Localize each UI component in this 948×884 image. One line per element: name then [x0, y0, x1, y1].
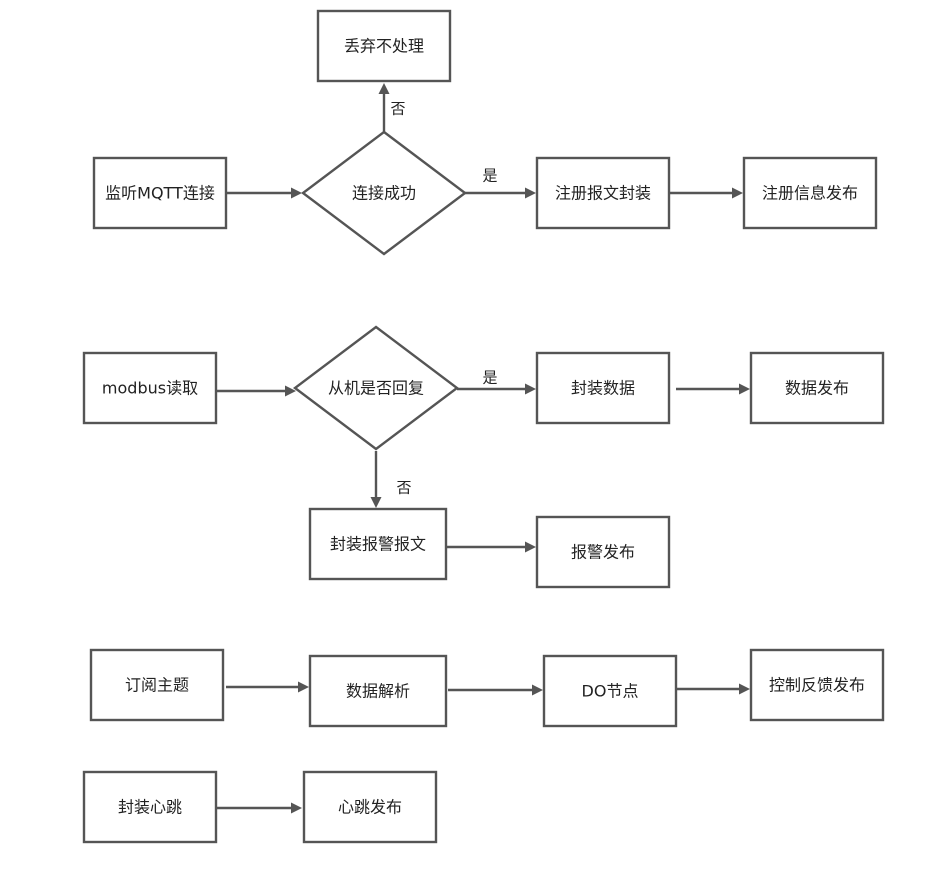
node-subscribe-topic: 订阅主题 — [89, 648, 225, 722]
node-pack-heartbeat: 封装心跳 — [82, 770, 218, 844]
process-box — [535, 515, 671, 589]
process-box — [535, 351, 671, 425]
node-label: 从机是否回复 — [328, 379, 424, 398]
node-label: DO节点 — [582, 682, 639, 701]
node-label: 控制反馈发布 — [769, 676, 865, 695]
edge-slave-reply-to-pack-alarm — [370, 451, 382, 508]
node-heartbeat-publish: 心跳发布 — [302, 770, 438, 844]
arrowhead-icon — [291, 187, 302, 199]
node-slave-reply: 从机是否回复 — [293, 325, 459, 451]
node-do-node: DO节点 — [542, 654, 678, 728]
edge-subscribe-topic-to-parse-data — [226, 681, 309, 693]
arrowhead-icon — [525, 383, 536, 395]
arrowhead-icon — [370, 497, 382, 508]
edge-mqtt-listen-to-connect-success — [226, 187, 302, 199]
node-discard: 丢弃不处理 — [316, 9, 452, 83]
node-label: modbus读取 — [102, 379, 198, 398]
node-pack-alarm: 封装报警报文 — [308, 507, 448, 581]
node-control-feedback: 控制反馈发布 — [749, 648, 885, 722]
node-modbus-read: modbus读取 — [82, 351, 218, 425]
node-label: 心跳发布 — [338, 798, 402, 817]
node-label: 封装报警报文 — [330, 535, 426, 554]
process-box — [308, 654, 448, 728]
arrowhead-icon — [285, 385, 296, 397]
process-box — [82, 770, 218, 844]
node-label: 报警发布 — [571, 543, 635, 562]
node-label: 注册报文封装 — [555, 184, 651, 203]
process-box — [742, 156, 878, 230]
arrowhead-icon — [298, 681, 309, 693]
edge-parse-data-to-do-node — [448, 684, 543, 696]
process-box — [92, 156, 228, 230]
edge-label-connect-success-to-discard: 否 — [390, 100, 405, 118]
process-box — [535, 156, 671, 230]
node-label: 数据发布 — [785, 379, 849, 398]
process-box — [89, 648, 225, 722]
node-mqtt-listen: 监听MQTT连接 — [92, 156, 228, 230]
arrowhead-icon — [532, 684, 543, 696]
node-parse-data: 数据解析 — [308, 654, 448, 728]
edge-label-slave-reply-to-pack-data: 是 — [482, 369, 497, 387]
arrowhead-icon — [378, 83, 390, 94]
process-box — [749, 351, 885, 425]
node-label: 注册信息发布 — [762, 184, 858, 203]
process-box — [316, 9, 452, 83]
node-label: 订阅主题 — [125, 676, 189, 695]
node-register-pack: 注册报文封装 — [535, 156, 671, 230]
edges-layer — [217, 83, 750, 814]
decision-diamond — [293, 325, 459, 451]
node-register-publish: 注册信息发布 — [742, 156, 878, 230]
node-alarm-publish: 报警发布 — [535, 515, 671, 589]
edge-label-slave-reply-to-pack-alarm: 否 — [396, 479, 411, 497]
node-label: 监听MQTT连接 — [105, 184, 215, 203]
edge-pack-data-to-data-publish — [676, 383, 750, 395]
decision-diamond — [301, 130, 467, 256]
process-box — [82, 351, 218, 425]
edge-connect-success-to-discard — [378, 83, 390, 132]
edge-modbus-read-to-slave-reply — [217, 385, 296, 397]
node-label: 连接成功 — [352, 184, 416, 203]
arrowhead-icon — [525, 187, 536, 199]
arrowhead-icon — [291, 802, 302, 814]
node-label: 丢弃不处理 — [344, 37, 424, 56]
process-box — [308, 507, 448, 581]
node-label: 封装心跳 — [118, 798, 182, 817]
edge-do-node-to-control-feedback — [677, 683, 750, 695]
process-box — [542, 654, 678, 728]
process-box — [749, 648, 885, 722]
edge-slave-reply-to-pack-data — [457, 383, 536, 395]
edge-pack-heartbeat-to-heartbeat-publish — [217, 802, 302, 814]
node-data-publish: 数据发布 — [749, 351, 885, 425]
edge-connect-success-to-register-pack — [465, 187, 536, 199]
process-box — [302, 770, 438, 844]
node-label: 封装数据 — [571, 379, 635, 398]
edge-register-pack-to-register-publish — [669, 187, 743, 199]
arrowhead-icon — [732, 187, 743, 199]
arrowhead-icon — [739, 683, 750, 695]
node-label: 数据解析 — [346, 682, 410, 701]
node-pack-data: 封装数据 — [535, 351, 671, 425]
node-connect-success: 连接成功 — [301, 130, 467, 256]
edge-label-connect-success-to-register-pack: 是 — [482, 167, 497, 185]
edge-pack-alarm-to-alarm-publish — [447, 541, 536, 553]
arrowhead-icon — [739, 383, 750, 395]
arrowhead-icon — [525, 541, 536, 553]
